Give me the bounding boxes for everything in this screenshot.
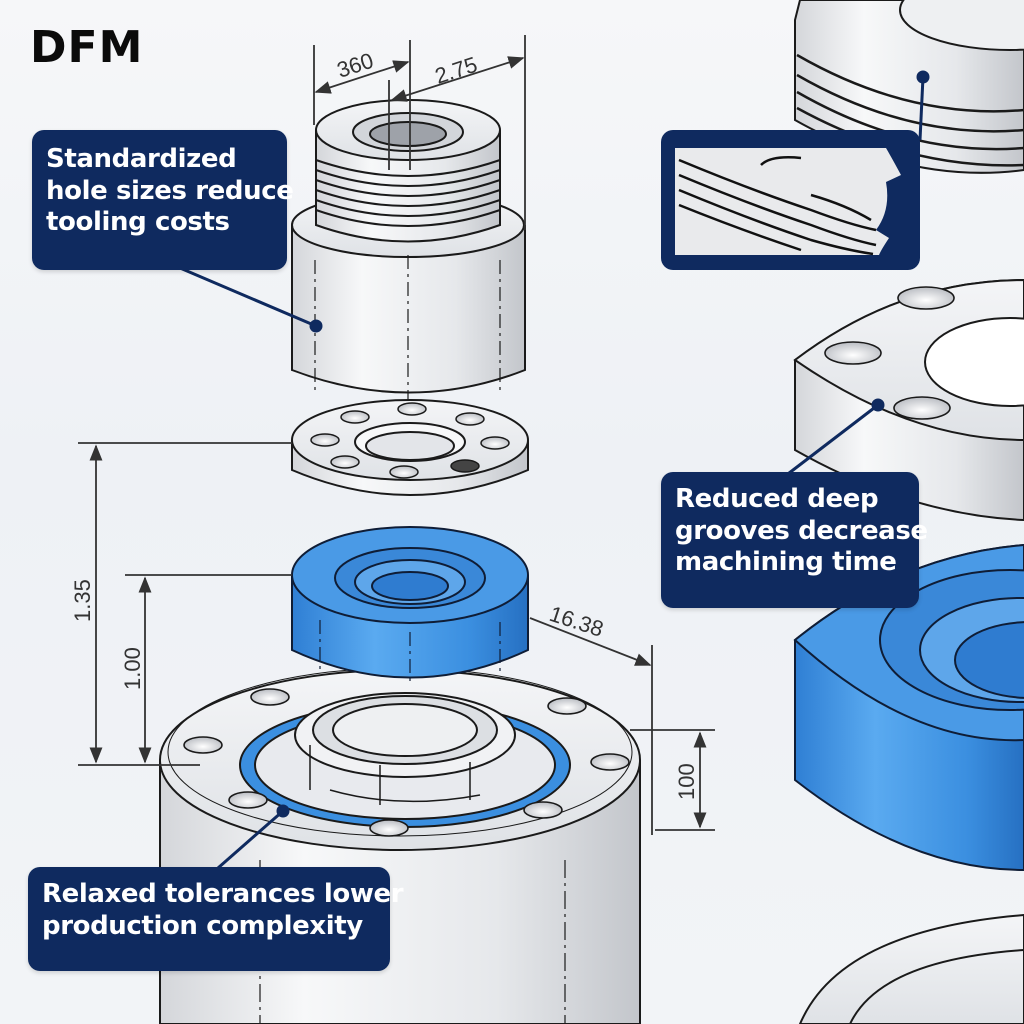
callout-text-line: production complexity xyxy=(42,910,363,941)
callout-text-line: hole sizes reduce xyxy=(46,175,294,206)
callout-text-line: Standardized xyxy=(46,144,237,174)
groove-detail-image xyxy=(675,148,901,256)
groove-detail-inset xyxy=(661,130,920,270)
callout-reduced-grooves: Reduced deep grooves decrease machining … xyxy=(661,472,928,608)
dimension-lines xyxy=(78,35,715,835)
dimension-1-35: 1.35 xyxy=(70,579,95,622)
dimension-2-75: 2.75 xyxy=(432,52,480,89)
dimension-360: 360 xyxy=(334,48,377,83)
right-bottom-part xyxy=(798,913,1024,1024)
callout-text-line: machining time xyxy=(675,547,897,578)
callout-text-line: Relaxed tolerances lower xyxy=(42,879,404,909)
callout-standardized-holes: Standardized hole sizes reduce tooling c… xyxy=(32,130,294,270)
callout-text-line: Reduced deep xyxy=(675,484,879,514)
threaded-adapter xyxy=(291,99,526,400)
blue-bearing-ring xyxy=(291,526,529,685)
callout-text-line: grooves decrease xyxy=(675,515,928,546)
callout-text-line: tooling costs xyxy=(46,207,230,238)
callout-relaxed-tolerances: Relaxed tolerances lower production comp… xyxy=(28,867,404,971)
dimension-1-00: 1.00 xyxy=(120,647,145,690)
flange-plate xyxy=(291,399,529,496)
dimension-100: 100 xyxy=(674,763,699,800)
page-title: DFM xyxy=(30,22,144,73)
leader-lines xyxy=(179,70,930,870)
